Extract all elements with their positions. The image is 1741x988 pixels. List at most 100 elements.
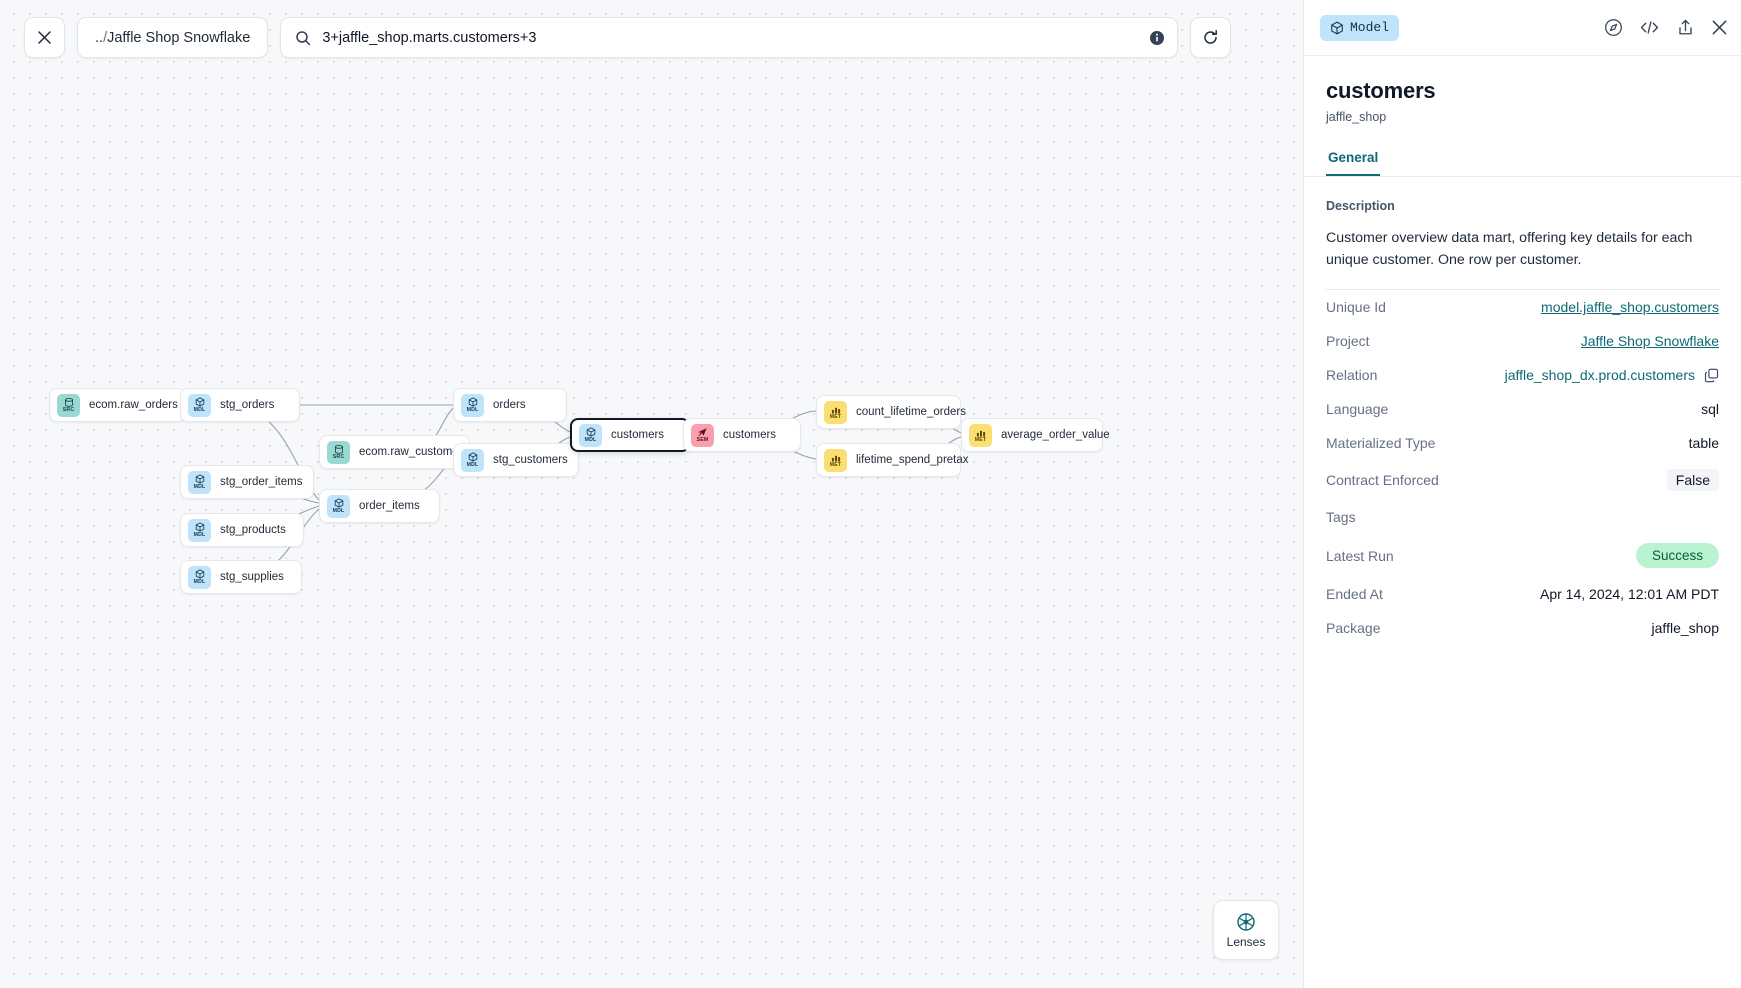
close-icon <box>38 31 51 44</box>
detail-row-value: table <box>1688 435 1719 451</box>
detail-row-key: Ended At <box>1326 586 1383 602</box>
mdl-badge-icon: MDL <box>188 565 211 589</box>
detail-row-key: Language <box>1326 401 1389 417</box>
detail-row-key: Relation <box>1326 367 1378 383</box>
detail-row-value-wrap: sql <box>1701 401 1719 417</box>
graph-node-label: stg_supplies <box>220 571 284 583</box>
tab-general[interactable]: General <box>1326 150 1381 176</box>
detail-row-key: Package <box>1326 620 1381 636</box>
status-badge: Success <box>1635 543 1719 568</box>
mdl-badge-icon: MDL <box>461 448 484 472</box>
detail-row-key: Unique Id <box>1326 299 1386 315</box>
search-icon <box>296 30 311 45</box>
detail-row-value-wrap: table <box>1689 435 1719 451</box>
breadcrumb[interactable]: .. / Jaffle Shop Snowflake <box>77 17 269 58</box>
graph-node-label: stg_orders <box>220 399 275 411</box>
detail-row: Tags <box>1326 500 1719 534</box>
mdl-badge-icon: MDL <box>579 423 602 447</box>
met-badge-icon: MET <box>824 448 847 472</box>
detail-row-value-wrap: jaffle_shop <box>1652 620 1719 636</box>
detail-row-value: jaffle_shop <box>1651 620 1719 636</box>
src-badge-icon: SRC <box>57 393 80 417</box>
page-subtitle: jaffle_shop <box>1326 110 1387 124</box>
graph-node-stg_order_items[interactable]: MDL stg_order_items <box>180 465 314 499</box>
refresh-button[interactable] <box>1190 17 1232 58</box>
detail-row: Unique Id model.jaffle_shop.customers <box>1326 290 1719 324</box>
refresh-icon <box>1204 29 1218 44</box>
graph-node-label: count_lifetime_orders <box>856 406 966 418</box>
lenses-button[interactable]: Lenses <box>1213 900 1279 960</box>
graph-node-ecom_raw_customers[interactable]: SRC ecom.raw_customers <box>319 435 470 469</box>
detail-row-key: Materialized Type <box>1326 435 1436 451</box>
info-icon[interactable] <box>1149 30 1165 46</box>
detail-row-value: Apr 14, 2024, 12:01 AM PDT <box>1540 586 1719 602</box>
graph-node-ecom_raw_orders[interactable]: SRC ecom.raw_orders <box>49 388 186 422</box>
detail-row-value: False <box>1666 469 1719 491</box>
detail-row-value[interactable]: Jaffle Shop Snowflake <box>1580 333 1719 349</box>
graph-node-stg_customers[interactable]: MDL stg_customers <box>453 443 579 477</box>
graph-node-order_items[interactable]: MDL order_items <box>319 489 440 523</box>
detail-row-key: Contract Enforced <box>1326 472 1439 488</box>
mdl-badge-icon: MDL <box>188 518 211 542</box>
graph-node-label: lifetime_spend_pretax <box>856 454 969 466</box>
graph-node-stg_orders[interactable]: MDL stg_orders <box>180 388 300 422</box>
page-title: customers <box>1326 78 1436 103</box>
detail-row-key: Tags <box>1326 509 1356 525</box>
mdl-badge-icon: MDL <box>327 494 350 518</box>
graph-node-customers_model[interactable]: MDL customers <box>570 418 690 452</box>
detail-row-value: jaffle_shop_dx.prod.customers <box>1504 367 1695 383</box>
copy-icon[interactable] <box>1704 368 1719 383</box>
graph-node-label: stg_customers <box>493 454 568 466</box>
graph-node-label: customers <box>611 429 665 441</box>
explore-icon[interactable] <box>1604 18 1623 37</box>
graph-node-label: order_items <box>359 500 420 512</box>
graph-node-label: ecom.raw_orders <box>89 399 178 411</box>
detail-row: Latest Run Success <box>1326 534 1719 577</box>
lenses-icon <box>1237 912 1255 931</box>
close-lineage-button[interactable] <box>24 17 65 58</box>
breadcrumb-separator: / <box>103 29 108 46</box>
canvas-toolbar: .. / Jaffle Shop Snowflake <box>24 17 1232 58</box>
detail-row: Relation jaffle_shop_dx.prod.customers <box>1326 358 1719 392</box>
share-icon[interactable] <box>1676 18 1695 37</box>
search-input[interactable] <box>322 29 1164 46</box>
src-badge-icon: SRC <box>327 440 350 464</box>
mdl-badge-icon: MDL <box>188 470 211 494</box>
graph-node-label: ecom.raw_customers <box>359 446 469 458</box>
detail-row: Language sql <box>1326 392 1719 426</box>
detail-row-key: Latest Run <box>1326 547 1394 564</box>
detail-row: Ended At Apr 14, 2024, 12:01 AM PDT <box>1326 577 1719 611</box>
detail-row-value-wrap: model.jaffle_shop.customers <box>1541 299 1719 315</box>
details-panel: Model <box>1303 0 1741 988</box>
search-bar[interactable] <box>280 17 1179 58</box>
breadcrumb-project: Jaffle Shop Snowflake <box>107 29 251 46</box>
detail-row-value-wrap: Jaffle Shop Snowflake <box>1581 333 1719 349</box>
node-type-label: Model <box>1350 20 1390 35</box>
detail-row: Package jaffle_shop <box>1326 611 1719 645</box>
close-panel-icon[interactable] <box>1711 19 1728 36</box>
detail-row-value-wrap: jaffle_shop_dx.prod.customers <box>1505 367 1719 383</box>
graph-node-stg_products[interactable]: MDL stg_products <box>180 513 304 547</box>
graph-node-lifetime_spend_pretax[interactable]: MET lifetime_spend_pretax <box>816 443 969 477</box>
code-icon[interactable] <box>1639 18 1660 37</box>
graph-node-label: stg_order_items <box>220 476 303 488</box>
details-panel-header: Model <box>1304 0 1741 56</box>
detail-row-value-wrap: False <box>1666 469 1719 491</box>
breadcrumb-prefix: .. <box>95 29 104 46</box>
detail-row-key: Project <box>1326 333 1370 349</box>
mdl-badge-icon: MDL <box>188 393 211 417</box>
sem-badge-icon: SEM <box>691 423 714 447</box>
node-type-chip[interactable]: Model <box>1320 14 1400 41</box>
details-panel-title-block: customers jaffle_shop <box>1304 56 1741 124</box>
graph-node-label: stg_products <box>220 524 286 536</box>
graph-node-stg_supplies[interactable]: MDL stg_supplies <box>180 560 302 594</box>
detail-row-value[interactable]: model.jaffle_shop.customers <box>1541 299 1719 315</box>
graph-node-label: average_order_value <box>1001 429 1110 441</box>
